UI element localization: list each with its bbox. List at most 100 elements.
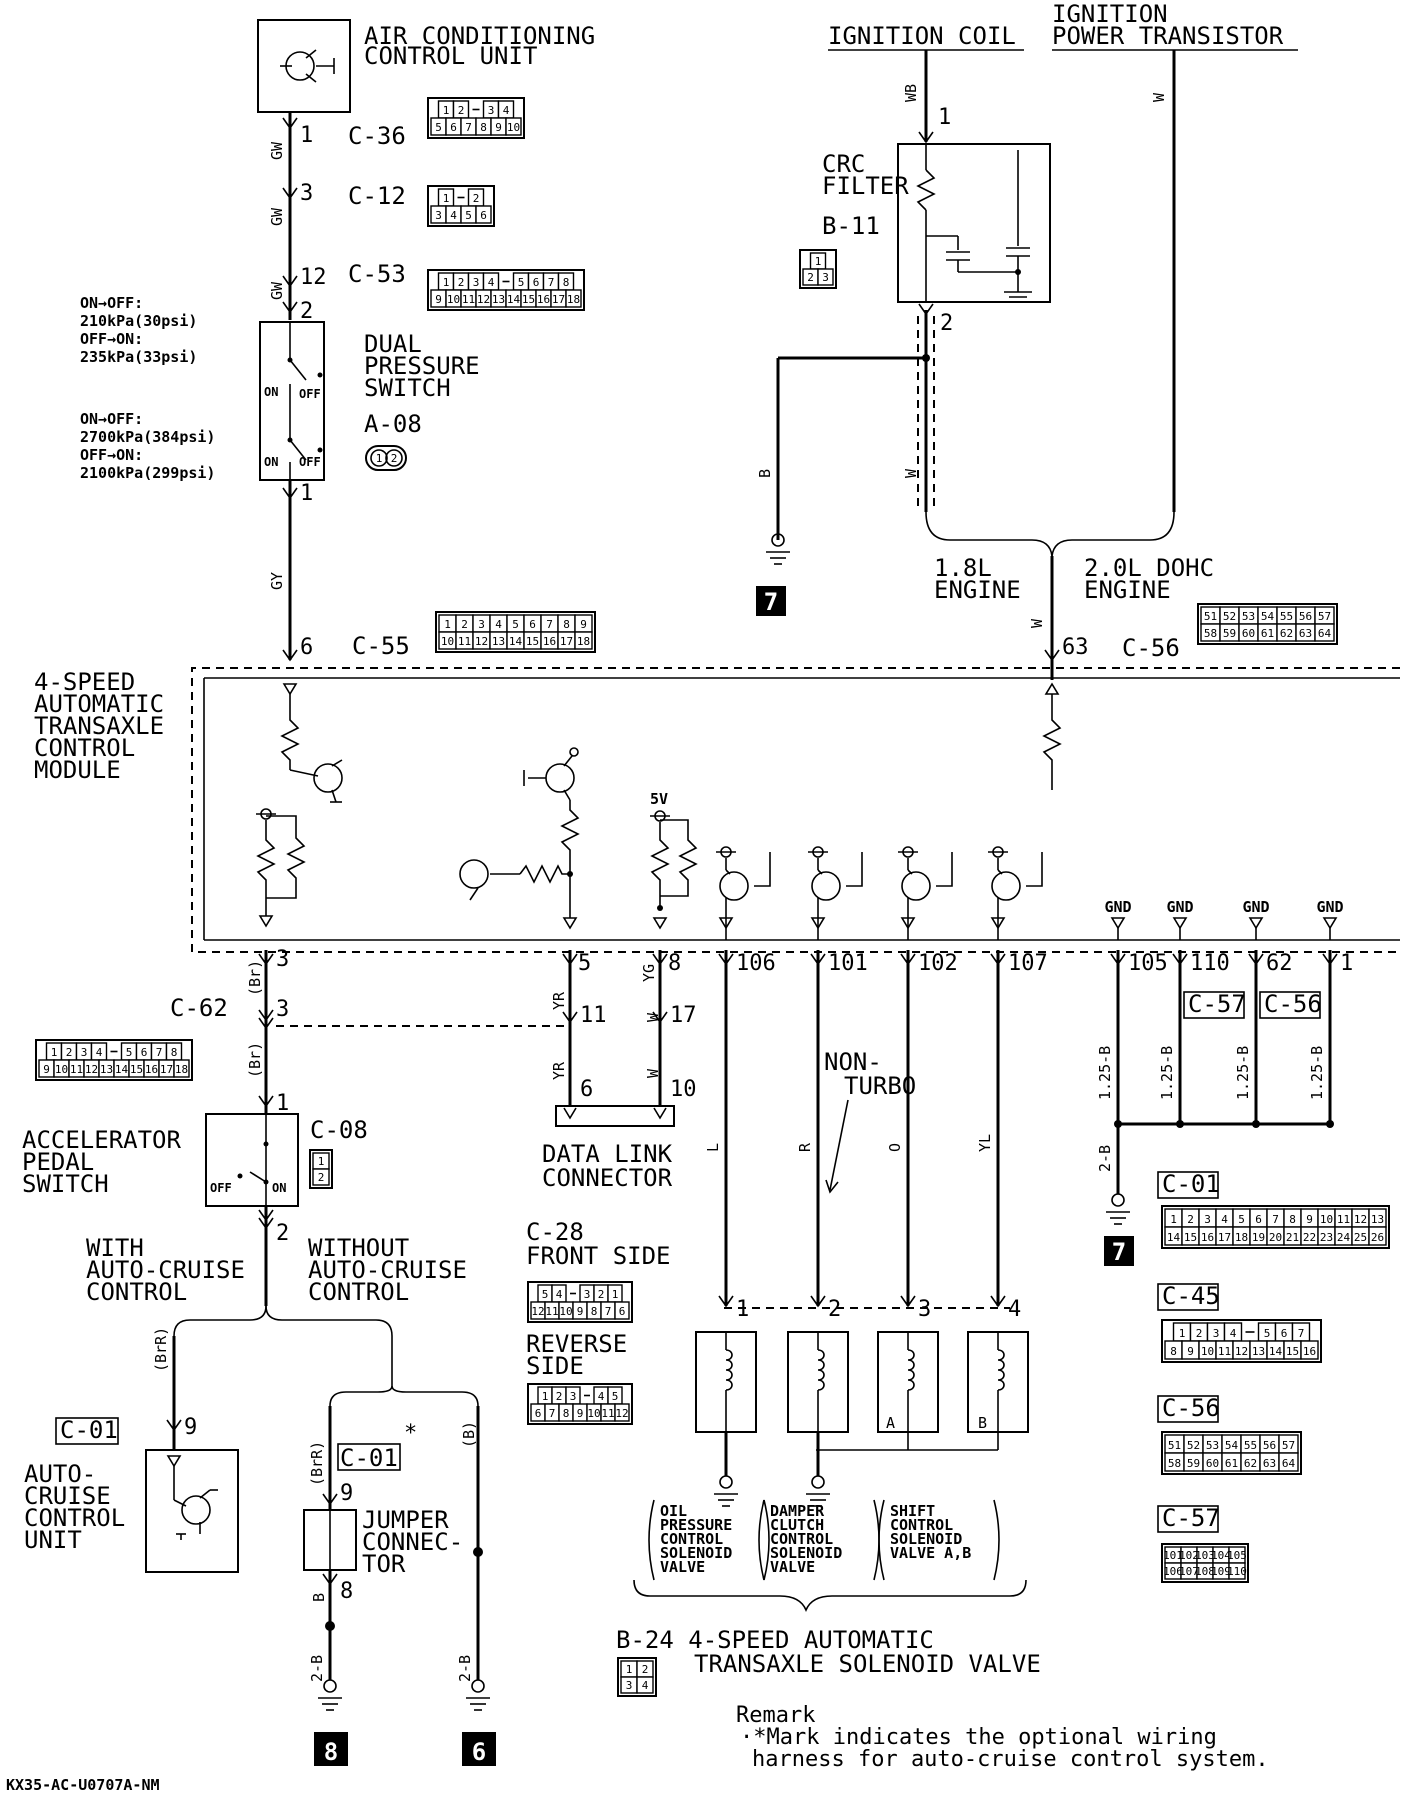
connector-pin: 63: [1299, 627, 1312, 640]
connector-c56-legend: C-56: [1162, 1394, 1220, 1422]
connector-pin: 7: [548, 276, 555, 289]
connector-pin: 64: [1318, 627, 1332, 640]
tcm-output-transistors: [716, 846, 1043, 940]
remark-title: Remark: [736, 1703, 815, 1728]
connector-a08-label: A-08: [364, 410, 422, 438]
pin-jc9: 9: [340, 1481, 353, 1506]
pin-dl17: 17: [670, 1003, 697, 1028]
connector-pin: 1: [1170, 1213, 1177, 1226]
wire-color-gy: GY: [268, 572, 286, 590]
connector-pin: 8: [1289, 1213, 1296, 1226]
without-cruise-2: AUTO-CRUISE: [308, 1256, 467, 1284]
pin-dl10: 10: [670, 1077, 697, 1102]
pin-label: 107: [1008, 951, 1048, 976]
pin-label: 105: [1128, 951, 1168, 976]
connector-pin: 20: [1269, 1231, 1282, 1244]
connector-pin: 14: [1269, 1345, 1283, 1358]
connector-pin: 53: [1242, 610, 1255, 623]
gnd-label: GND: [1242, 898, 1269, 916]
connector-pin: 11: [1218, 1345, 1231, 1358]
connector-pin: 3: [626, 1679, 633, 1692]
wire-color-label: 1.25-B: [1308, 1046, 1326, 1100]
connector-pin: 13: [1252, 1345, 1265, 1358]
connector-pin: 7: [549, 1407, 556, 1420]
connector-pin: 53: [1206, 1439, 1219, 1452]
pin-jc8: 8: [340, 1579, 353, 1604]
connector-a08-face: 1 2: [365, 445, 407, 471]
connector-pin: 3: [1213, 1327, 1220, 1340]
solenoid-label-line: VALVE A,B: [890, 1544, 971, 1562]
connector-pin: 62: [1280, 627, 1293, 640]
connector-pin: 58: [1168, 1457, 1181, 1470]
connector-pin: 101: [1163, 1549, 1183, 1562]
connector-pin: 108: [1195, 1565, 1215, 1578]
wire-color-br-2: (Br): [246, 1042, 264, 1078]
connector-pin: 16: [543, 635, 556, 648]
solenoid-label-line: CONTROL: [660, 1530, 723, 1548]
connector-pin: 8: [563, 276, 570, 289]
ground-symbol-7a: [766, 533, 790, 565]
tcm-title-2: AUTOMATIC: [34, 690, 164, 718]
wire-color-w-63: W: [1028, 618, 1046, 628]
connector-pin: 10: [507, 121, 520, 134]
connector-pin: 3: [478, 618, 485, 631]
connector-pin: 5: [612, 1390, 619, 1403]
connector-pin: 9: [577, 1407, 584, 1420]
solenoid-label-line: CONTROL: [890, 1516, 953, 1534]
connector-pin: 6: [535, 1407, 542, 1420]
connector-pin: 10: [447, 293, 460, 306]
wire-color-label: YL: [976, 1134, 994, 1152]
connector-pin: 60: [1206, 1457, 1219, 1470]
connector-c08-face: 12: [309, 1149, 333, 1189]
wire-color-b-gnd: B: [756, 469, 774, 478]
without-cruise-1: WITHOUT: [308, 1234, 409, 1262]
wire-color-w-crc: W: [902, 468, 920, 478]
aps-title-3: SWITCH: [22, 1170, 109, 1198]
connector-pin: 6: [450, 121, 457, 134]
ignition-coil-title: IGNITION COIL: [828, 22, 1016, 50]
solenoid-label-line: SOLENOID: [660, 1544, 732, 1562]
connector-pin: 1: [443, 276, 450, 289]
solenoid-label-line: PRESSURE: [660, 1516, 732, 1534]
connector-pin: 2: [556, 1390, 563, 1403]
connector-c57-tag: C-57: [1188, 990, 1246, 1018]
connector-c01-tag-2: [337, 1443, 401, 1471]
without-cruise-3: CONTROL: [308, 1278, 409, 1306]
connector-pin: 16: [537, 293, 550, 306]
wire-color-gw-1: GW: [268, 141, 286, 160]
connector-pin: 1: [318, 1155, 325, 1168]
connector-pin: 10: [441, 635, 454, 648]
connector-c12-label: C-12: [348, 182, 406, 210]
wire-color-2b-2: 2-B: [456, 1655, 474, 1682]
with-cruise-1: WITH: [86, 1234, 144, 1262]
svg-text:2: 2: [391, 452, 398, 465]
wire-color-b-jc: B: [310, 1593, 328, 1602]
connector-pin: 2: [66, 1046, 73, 1059]
connector-pin: 11: [1337, 1213, 1350, 1226]
connector-pin: 3: [488, 104, 495, 117]
connector-pin: 26: [1371, 1231, 1384, 1244]
c28-reverse-1: REVERSE: [526, 1330, 627, 1358]
connector-pin: 2: [473, 192, 480, 205]
solenoid-labels: OILPRESSURECONTROLSOLENOIDVALVEDAMPERCLU…: [648, 1499, 1000, 1581]
aps-off: OFF: [210, 1181, 232, 1195]
connector-pin: 17: [160, 1063, 173, 1076]
connector-pin: 1: [443, 104, 450, 117]
connector-pin: 23: [1320, 1231, 1333, 1244]
connector-pin: 1: [626, 1663, 633, 1676]
connector-pin: 11: [458, 635, 471, 648]
connector-pin: 64: [1282, 1457, 1296, 1470]
connector-pin: 13: [492, 635, 505, 648]
connector-pin: 17: [560, 635, 573, 648]
engine-18-title-1: 1.8L: [934, 554, 992, 582]
connector-b11-label: B-11: [822, 212, 880, 240]
connector-pin: 9: [1306, 1213, 1313, 1226]
connector-pin: 3: [822, 271, 829, 284]
connector-pin: 12: [531, 1305, 544, 1318]
